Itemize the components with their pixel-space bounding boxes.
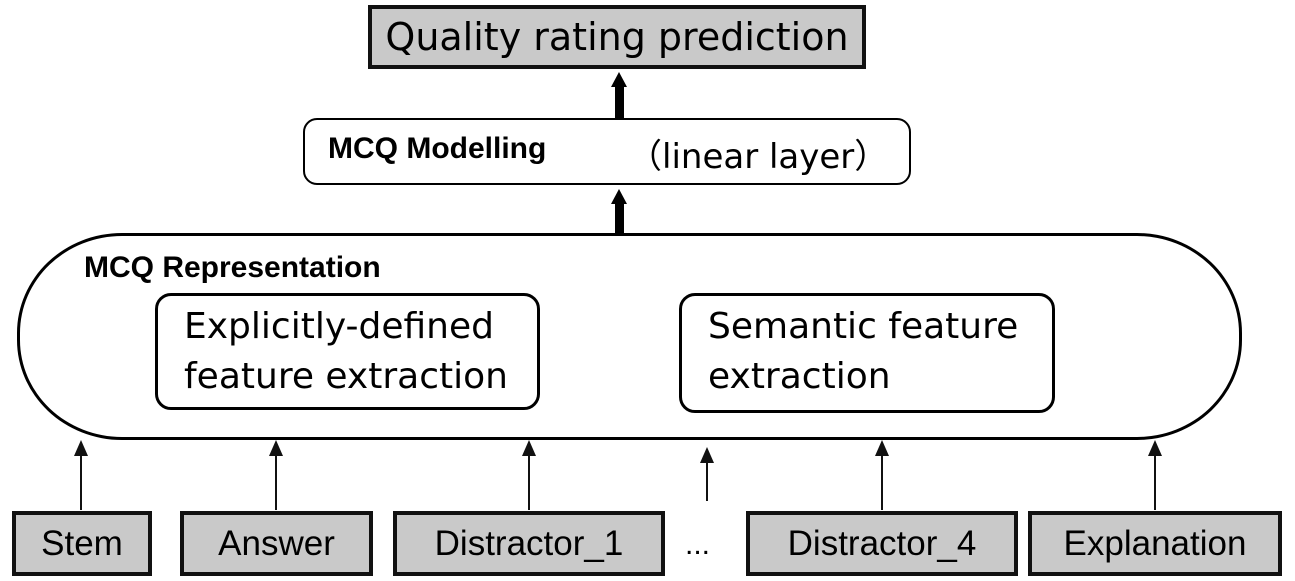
explicit-feature-line-1: Explicitly-defined xyxy=(184,306,494,347)
quality-rating-prediction-label: Quality rating prediction xyxy=(385,15,849,59)
arrow-explanation xyxy=(1148,440,1162,510)
quality-rating-prediction-box: Quality rating prediction xyxy=(368,5,866,69)
arrow-ellipsis xyxy=(700,447,714,501)
arrow-stem xyxy=(74,440,88,510)
arrow-distractor-4 xyxy=(875,440,889,510)
arrow-distractor-1 xyxy=(522,440,536,510)
arrow-answer xyxy=(269,440,283,510)
input-answer-box: Answer xyxy=(180,511,373,576)
input-explanation-box: Explanation xyxy=(1028,511,1282,576)
mcq-modelling-box: MCQ Modelling （linear layer） xyxy=(303,118,911,185)
input-distractor-4-box: Distractor_4 xyxy=(746,511,1018,576)
semantic-feature-extraction-box: Semantic feature extraction xyxy=(679,293,1055,413)
explicit-feature-extraction-box: Explicitly-defined feature extraction xyxy=(155,293,540,410)
mcq-representation-title: MCQ Representation xyxy=(84,251,381,284)
arrow-representation-to-modelling xyxy=(611,189,627,237)
input-stem-label: Stem xyxy=(41,523,123,563)
mcq-modelling-title: MCQ Modelling xyxy=(328,132,547,165)
input-distractor-1-box: Distractor_1 xyxy=(393,511,665,576)
input-stem-box: Stem xyxy=(12,511,152,576)
semantic-feature-line-1: Semantic feature xyxy=(708,306,1019,347)
input-answer-label: Answer xyxy=(218,523,335,563)
input-distractor-1-label: Distractor_1 xyxy=(434,523,624,563)
semantic-feature-line-2: extraction xyxy=(708,356,891,397)
input-ellipsis: ... xyxy=(685,528,711,561)
input-distractor-4-label: Distractor_4 xyxy=(787,523,977,563)
explicit-feature-line-2: feature extraction xyxy=(184,356,508,397)
arrow-modelling-to-output xyxy=(611,72,627,120)
linear-layer-note: （linear layer） xyxy=(628,137,889,177)
input-explanation-label: Explanation xyxy=(1063,523,1247,563)
